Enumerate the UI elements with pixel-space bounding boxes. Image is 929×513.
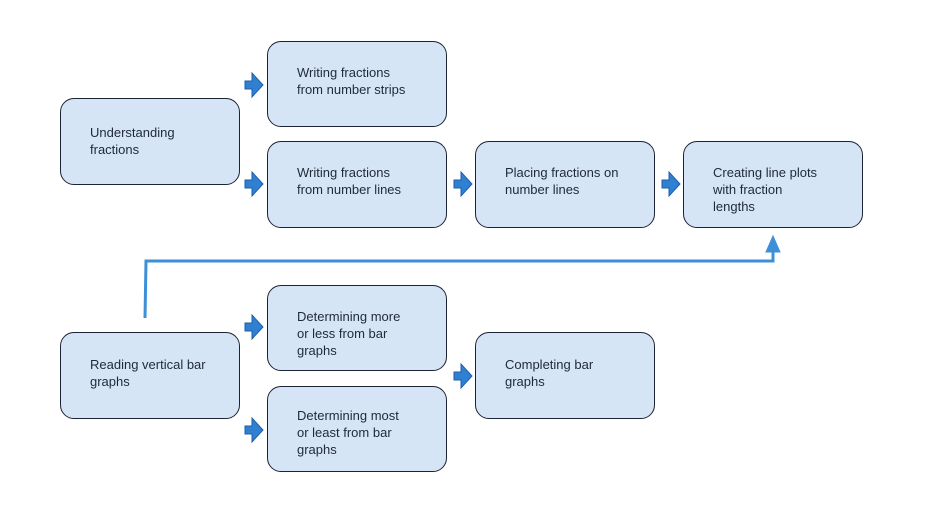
- block-right-arrow-icon: [661, 170, 681, 198]
- block-right-arrow-icon: [244, 71, 264, 99]
- box-label: Understanding fractions: [90, 125, 175, 157]
- box-placing-fractions: Placing fractions on number lines: [475, 141, 655, 228]
- block-right-arrow-icon: [453, 170, 473, 198]
- box-label: Writing fractions from number lines: [297, 165, 402, 197]
- block-right-arrow-icon: [244, 313, 264, 341]
- block-right-arrow-icon: [244, 416, 264, 444]
- block-right-arrow-icon: [453, 362, 473, 390]
- box-label: Creating line plots with fraction length…: [713, 165, 818, 214]
- block-right-arrow-icon: [244, 170, 264, 198]
- box-understanding-fractions: Understanding fractions: [60, 98, 240, 185]
- box-label: Completing bar graphs: [505, 357, 594, 389]
- box-determining-most-least: Determining most or least from bar graph…: [267, 386, 447, 472]
- box-label: Determining more or less from bar graphs: [297, 309, 401, 358]
- box-writing-fractions-lines: Writing fractions from number lines: [267, 141, 447, 228]
- box-writing-fractions-strips: Writing fractions from number strips: [267, 41, 447, 127]
- box-determining-more-less: Determining more or less from bar graphs: [267, 285, 447, 371]
- box-creating-line-plots: Creating line plots with fraction length…: [683, 141, 863, 228]
- box-reading-bar-graphs: Reading vertical bar graphs: [60, 332, 240, 419]
- box-label: Writing fractions from number strips: [297, 65, 406, 97]
- box-completing-bar-graphs: Completing bar graphs: [475, 332, 655, 419]
- box-label: Reading vertical bar graphs: [90, 357, 206, 389]
- connector-arrowhead: [765, 234, 781, 253]
- box-label: Determining most or least from bar graph…: [297, 408, 399, 457]
- elbow-connector-line: [143, 250, 775, 319]
- box-label: Placing fractions on number lines: [505, 165, 619, 197]
